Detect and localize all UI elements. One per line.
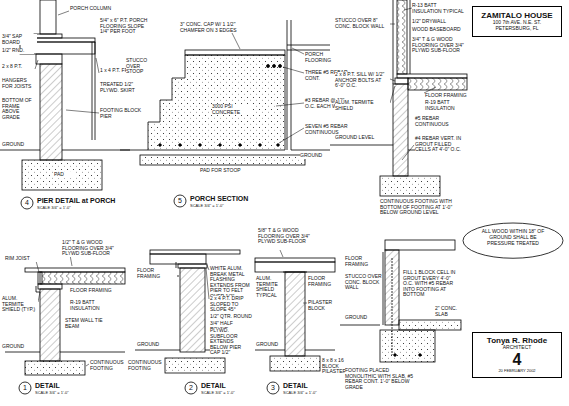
callout: FOOTING BLOCK PIER [100,108,145,119]
callout: GROUND [300,153,330,159]
node-text: 100 7th AVE. N.E. ST. PETERSBURG, FL [476,20,558,32]
callout: PORCH FLOORING [305,52,350,63]
callout: 2 x 8 P.T. [2,64,34,70]
callout: 1/2" T & G WOOD FLOORING OVER 3/4" PLYWD… [62,240,122,257]
callout: 1/2" DRYWALL [412,19,467,25]
detail-4 [340,240,461,362]
callout: BOTTOM OF FRAME ABOVE GRADE [2,98,37,120]
detail-title: PORCH SECTION [190,195,270,203]
detail-number: 2 [186,384,196,392]
callout: STEM WALL TIE BEAM [65,318,110,329]
callout: GROUND [2,344,32,350]
callout: PLYWD. SUBFLOOR EXTENDS BELOW PIER CAP 1… [210,328,252,356]
callout: CONTINUOUS FOOTING [90,360,130,371]
callout: PAD FOR STOOP [200,168,250,174]
detail-1 [5,255,125,394]
callout: 3/4" T & G WOOD FLOORING OVER 3/4" PLYWD… [412,37,467,54]
scale-note: SCALE 3/4" = 1'-0" [283,391,343,395]
callout: FLOOR FRAMING [425,93,467,99]
node-text: ALL WOOD WITHIN 18" OF GROUND SHALL BE P… [478,229,548,246]
detail-title: DETAIL [201,382,241,390]
callout: PAD [54,172,74,178]
callout: PILASTER BLOCK [308,300,338,311]
callout: #4 REBAR VERT. IN GROUT FILLED CELLS AT … [415,136,467,153]
callout: WHITE ALUM. BREAK METAL FLASHING EXTENDS… [210,266,252,299]
callout: CONTINUOUS FOOTING [128,360,163,371]
title-block: ZAMITALO HOUSE100 7th AVE. N.E. ST. PETE… [472,6,562,37]
callout: WOOD BASEBOARD [412,27,467,33]
callout: RIM JOIST [5,256,37,262]
callout: STUCCO OVER 8" CONC. BLOCK WALL [335,18,390,29]
callout: TREATED 1/2" PLYWD. SKIRT [100,82,145,93]
porch-section [120,20,330,207]
callout: FLOOR FRAMING [345,256,382,267]
callout: 2" CONC. SLAB [435,306,470,317]
detail-title: DETAIL [283,382,323,390]
callout: 3/4" SAP BOARD [2,34,37,45]
detail-title: PIER DETAIL at PORCH [37,197,127,205]
callout: 5/4" x 6" P.T. PORCH FLOORING SLOPE 1/4"… [100,18,150,35]
callout: GROUND LEVEL [335,135,380,141]
callout: GROUND [345,315,375,321]
detail-number: 5 [175,197,185,205]
oval-outline [463,223,563,258]
node-text: ARCHITECT [476,345,558,351]
detail-number: 3 [268,384,278,392]
node-text: Tonya R. Rhode [476,336,558,345]
callout: R-19 BATT INSULATION [425,100,467,111]
callout: PORCH COLUMN [70,6,115,12]
note-oval: ALL WOOD WITHIN 18" OF GROUND SHALL BE P… [462,222,564,259]
callout: 2 x 4 P.T. DRIP SLOPED TO SLOPE 45° [210,296,252,313]
node-text: 4 [476,351,558,369]
callout: 1/2" RND. [2,48,34,54]
callout: ALUM. TERMITE SHIELD [335,100,390,111]
scale-note: SCALE 3/4" = 1'-0" [37,206,97,210]
callout: FLOOR FRAMING [137,268,177,279]
scale-note: SCALE 3/4" = 1'-0" [35,391,95,395]
callout: GROUND [256,342,284,348]
architect-block: Tonya R. RhodeARCHITECT420 FEBRUARY 2002 [472,332,562,378]
callout: ALUM. TERMITE SHIELD (TYP.) [2,296,38,313]
callout: R-19 BATT INSULATION [70,300,120,311]
detail-number: 4 [22,199,32,207]
callout: FILL 1 BLOCK CELL IN GROUT EVERY 4'-0" O… [403,270,461,298]
callout: STUCCO OVER CONC. BLOCK WALL [345,274,382,291]
node-text: 20 FEBRUARY 2002 [476,369,558,374]
callout: GROUND [2,142,32,148]
callout: GROUND [137,342,167,348]
detail-number: 1 [20,384,30,392]
callout: R-13 BATT INSULATION TYPICAL [412,3,467,14]
callout: FLOOR FRAMING [70,288,120,294]
callout: #5 REBAR CONTINUOUS [415,116,467,127]
callout: 5/8" T & G WOOD FLOORING OVER 3/4" PLYWD… [258,228,318,245]
scale-note: SCALE 3/4" = 1'-0" [201,391,261,395]
scale-note: SCALE 3/4" = 1'-0" [190,204,250,208]
callout: CONTINUOUS FOOTING WITH BOTTOM OF FOOTIN… [380,199,466,216]
callout: STUCCO OVER STOOP [126,58,156,75]
callout: 2 x 8 P.T. SILL W/ 1/2" ANCHOR BOLTS AT … [335,72,390,89]
callout: HANGERS FOR JOISTS [2,78,34,89]
callout: 1/2" QTR. ROUND [210,314,252,320]
callout: ALUM. TERMITE SHIELD TYPICAL [256,276,283,298]
callout: FLOOR FRAMING [308,276,338,287]
detail-title: DETAIL [35,382,75,390]
callout: SEVEN #5 REBAR CONTINUOUS [305,124,355,135]
callout: FOOTING PLACED MONOLITHIC WITH SLAB, #5 … [345,368,417,390]
callout: 3" CONC. CAP W/ 1 1/2" CHAMFER ON 3 EDGE… [180,22,242,33]
callout: 8 x 8 x 16 BLOCK PILASTER [322,358,344,375]
callout: 3000 PSI CONCRETE [212,104,252,115]
node-text: ZAMITALO HOUSE [476,11,558,20]
